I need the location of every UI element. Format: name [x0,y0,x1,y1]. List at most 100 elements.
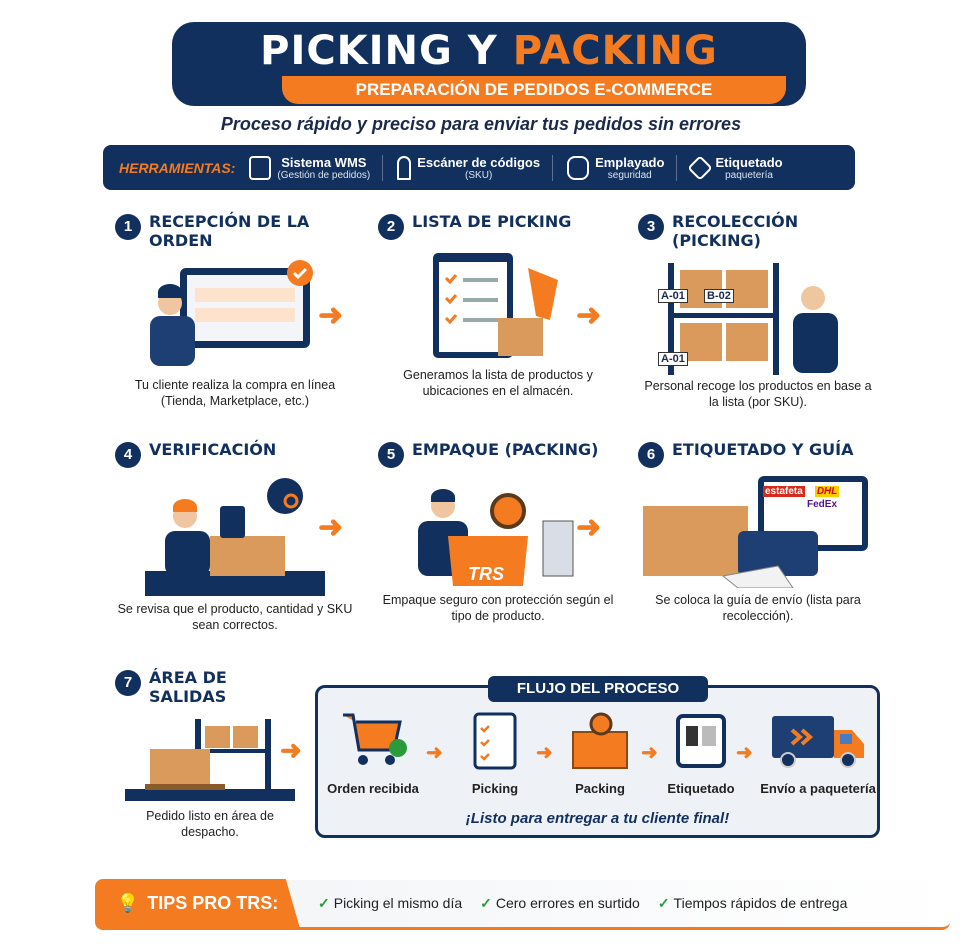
step-title: ÁREA DE SALIDAS [149,668,227,706]
tagline: Proceso rápido y preciso para enviar tus… [220,114,742,134]
step-5: 5 EMPAQUE (PACKING) TRS Empaque seguro co… [378,440,618,624]
tip-text: Cero errores en surtido [495,895,640,911]
step-description: Personal recoge los productos en base a … [644,379,872,409]
delivery-truck-icon [772,716,864,768]
arrow-right-icon: ➜ [280,735,302,765]
arrow-right-icon: ➜ [576,299,602,332]
step-description: Tu cliente realiza la compra en línea (T… [134,378,336,408]
step-description: Se revisa que el producto, cantidad y SK… [117,602,353,632]
cart-icon [343,713,407,765]
tool-detail: seguridad [607,169,652,181]
step-number: 6 [638,442,664,468]
step-description: Pedido listo en área de despacho. [146,809,274,839]
page-title: PICKING Y PACKING [172,28,806,74]
tip-item: ✓Tiempos rápidos de entrega [658,895,848,912]
carrier-estafeta: estafeta [763,486,805,497]
tool-detail: (Gestión de pedidos) [277,169,371,181]
step-description: Se coloca la guía de envío (lista para r… [655,593,861,623]
tips-bar: 💡TIPS PRO TRS: ✓Picking el mismo día ✓Ce… [95,878,950,930]
clipboard-icon [473,712,517,770]
step-number: 2 [378,214,404,240]
step-title: VERIFICACIÓN [149,440,277,459]
tip-item: ✓Picking el mismo día [318,895,462,912]
step-title: EMPAQUE (PACKING) [412,440,599,459]
carrier-dhl: DHL [814,486,840,497]
order-computer-illustration [150,260,313,366]
tool-name: Escáner de códigos [417,154,541,170]
verification-illustration [145,478,325,596]
step-number: 1 [115,214,141,240]
shelf-label: A-01 [658,352,688,366]
process-flow-panel: FLUJO DEL PROCESO Orden recibida ➜ Picki… [315,676,880,838]
tip-text: Picking el mismo día [333,895,463,911]
flow-item-picking: Picking [440,710,550,796]
arrow-right-icon: ➜ [641,742,658,764]
flow-label: Envío a paquetería [760,781,876,796]
flow-label: Orden recibida [327,781,419,796]
arrow-right-icon: ➜ [536,742,553,764]
title-part1: PICKING Y [260,28,498,74]
stretch-wrap-icon [567,155,590,180]
flow-item-shipping: Envío a paquetería [758,710,878,796]
shipping-label-icon [676,714,726,768]
arrow-right-icon: ➜ [426,742,443,764]
subtitle: PREPARACIÓN DE PEDIDOS E-COMMERCE [282,76,786,104]
step-description: Generamos la lista de productos y ubicac… [403,368,593,398]
step-1: 1 RECEPCIÓN DE LA ORDEN Tu cliente realiz… [115,212,355,409]
packing-illustration [418,489,574,586]
check-icon: ✓ [657,895,670,911]
flow-footer: ¡Listo para entregar a tu cliente final! [465,810,730,827]
warehouse-shelf-illustration [668,263,838,375]
step-number: 7 [115,670,141,696]
flow-label: Packing [575,781,625,796]
tools-label: HERRAMIENTAS: [119,159,236,176]
step-number: 5 [378,442,404,468]
step-title: RECEPCIÓN DE LA ORDEN [149,212,310,250]
tool-name: Sistema WMS [281,154,367,170]
package-icon [572,712,628,769]
wms-screen-icon [249,155,272,180]
shelf-label: A-01 [658,289,688,303]
step-3: 3 RECOLECCIÓN (PICKING) Personal recoge l… [638,212,878,410]
flow-item-packing: Packing [545,710,655,796]
step-title: RECOLECCIÓN (PICKING) [672,212,799,250]
picking-list-illustration [433,253,558,358]
title-banner: PICKING Y PACKING PREPARACIÓN DE PEDIDOS… [172,22,806,106]
barcode-scanner-icon [397,155,412,180]
flow-label: Picking [471,781,519,796]
flow-title: FLUJO DEL PROCESO [488,676,708,702]
dispatch-area-illustration [125,719,295,801]
tag-icon [687,154,714,181]
tools-bar: HERRAMIENTAS: Sistema WMS(Gestión de ped… [103,145,855,190]
tool-wms: Sistema WMS(Gestión de pedidos) [249,154,384,181]
arrow-right-icon: ➜ [576,511,602,544]
arrow-right-icon: ➜ [318,511,344,544]
shelf-label: B-02 [704,289,734,303]
step-7: 7 ÁREA DE SALIDAS Pedido listo en área de… [115,668,305,840]
flow-item-label: Etiquetado [646,710,756,796]
step-title: ETIQUETADO Y GUÍA [672,440,854,459]
tool-name: Etiquetado [715,154,783,170]
step-description: Empaque seguro con protección según el t… [382,593,614,623]
box-brand: TRS [468,564,504,584]
flow-label: Etiquetado [667,781,735,796]
tool-scanner: Escáner de códigos(SKU) [397,154,554,181]
check-icon: ✓ [318,895,330,911]
lightbulb-icon: 💡 [116,893,140,913]
step-number: 3 [638,214,664,240]
flow-item-order: Orden recibida [318,710,428,796]
tip-item: ✓Cero errores en surtido [480,895,640,912]
tip-text: Tiempos rápidos de entrega [673,895,848,911]
tips-label-box: 💡 TIPS PRO TRS: [95,878,300,929]
tool-name: Emplayado [595,154,665,170]
labeling-illustration [643,476,868,588]
tips-label: TIPS PRO TRS: [147,893,279,913]
check-icon: ✓ [480,895,492,911]
arrow-right-icon: ➜ [318,299,344,332]
